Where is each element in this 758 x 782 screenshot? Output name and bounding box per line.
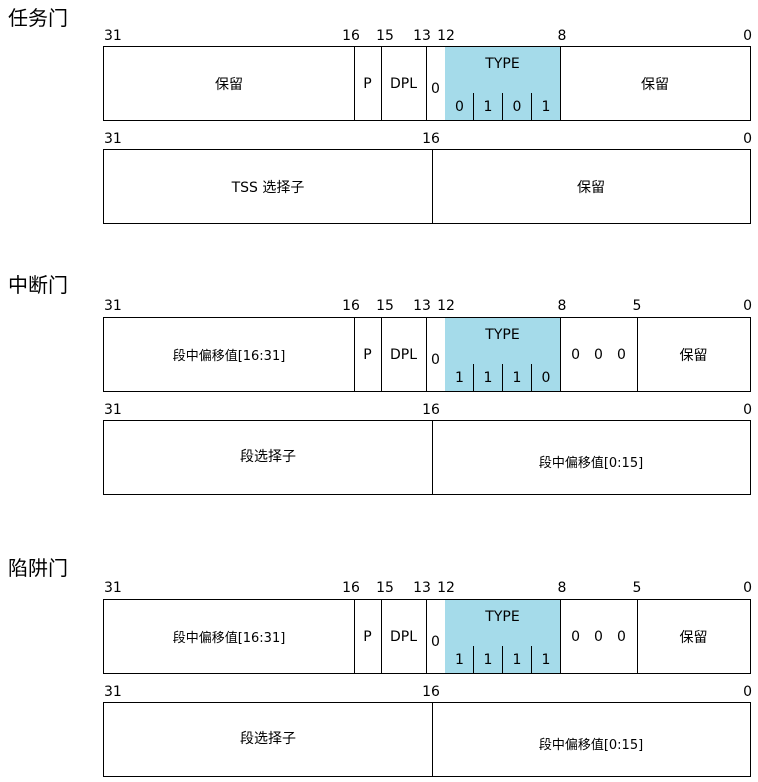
bit-8: 8	[557, 28, 567, 44]
trap-gate-title: 陷阱门	[8, 556, 68, 580]
type-field: TYPE 0 1 0 1	[445, 47, 561, 120]
type-bit: 1	[473, 364, 502, 391]
zero-field: 0	[426, 47, 446, 120]
bit-16: 16	[342, 298, 360, 314]
type-field: TYPE 1 1 1 1	[445, 600, 561, 673]
type-label: TYPE	[485, 56, 520, 72]
bit-16: 16	[422, 131, 440, 147]
bit-8: 8	[557, 580, 567, 596]
interrupt-gate-high-dword: 段中偏移值[16:31] P DPL 0 TYPE 1 1 1 0 0 0 0 …	[103, 317, 751, 392]
type-label: TYPE	[485, 327, 520, 343]
task-gate-title: 任务门	[8, 6, 68, 30]
offset-low-field: 段中偏移值[0:15]	[538, 456, 644, 471]
dpl-field: DPL	[381, 600, 427, 673]
zero-bits-field: 0 0 0	[560, 600, 638, 673]
bit-0: 0	[743, 580, 752, 596]
offset-high-field: 段中偏移值[16:31]	[104, 318, 355, 391]
bit-0: 0	[743, 28, 752, 44]
type-bit: 1	[531, 93, 560, 120]
bit-0: 0	[743, 131, 752, 147]
zero-bit: 0	[616, 628, 626, 645]
zero-bit: 0	[594, 628, 603, 645]
type-bit: 1	[502, 646, 531, 673]
type-bit: 1	[455, 651, 464, 668]
segment-selector-field: 段选择子	[104, 703, 433, 776]
present-field: P	[354, 47, 382, 120]
zero-field: 0	[426, 600, 446, 673]
bit-31: 31	[104, 28, 122, 44]
type-bit: 0	[531, 364, 560, 391]
bit-16: 16	[342, 28, 360, 44]
present-field: P	[354, 600, 382, 673]
type-bit: 1	[531, 646, 560, 673]
bit-0: 0	[743, 684, 752, 700]
bit-31: 31	[104, 131, 122, 147]
bit-15: 15	[376, 28, 394, 44]
reserved-field: 保留	[679, 347, 708, 364]
type-field: TYPE 1 1 1 0	[445, 318, 561, 391]
bit-16: 16	[342, 580, 360, 596]
type-bit: 1	[455, 369, 464, 386]
interrupt-gate-title: 中断门	[8, 273, 68, 297]
tss-selector-field: TSS 选择子	[104, 150, 433, 223]
reserved-field: 保留	[679, 629, 708, 646]
type-label: TYPE	[485, 609, 520, 625]
offset-high-field: 段中偏移值[16:31]	[104, 600, 355, 673]
bit-13: 13	[413, 580, 431, 596]
bit-31: 31	[104, 580, 122, 596]
bit-31: 31	[104, 298, 122, 314]
reserved-field: 保留	[104, 47, 355, 120]
zero-bits-field: 0 0 0	[560, 318, 638, 391]
zero-bit: 0	[594, 346, 603, 363]
task-gate-low-dword: TSS 选择子 保留	[103, 149, 751, 224]
type-bit: 0	[502, 93, 531, 120]
bit-5: 5	[632, 580, 642, 596]
bit-16: 16	[422, 684, 440, 700]
reserved-field: 保留	[641, 76, 669, 93]
bit-5: 5	[632, 298, 642, 314]
offset-low-field: 段中偏移值[0:15]	[538, 738, 644, 753]
present-field: P	[354, 318, 382, 391]
dpl-field: DPL	[381, 318, 427, 391]
zero-bit: 0	[571, 346, 581, 363]
bit-16: 16	[422, 402, 440, 418]
type-bit: 1	[502, 364, 531, 391]
bit-13: 13	[413, 28, 431, 44]
bit-15: 15	[376, 298, 394, 314]
bit-8: 8	[557, 298, 567, 314]
bit-0: 0	[743, 402, 752, 418]
dpl-field: DPL	[381, 47, 427, 120]
zero-field: 0	[426, 318, 446, 391]
bit-12: 12	[437, 298, 455, 314]
zero-bit: 0	[616, 346, 626, 363]
trap-gate-high-dword: 段中偏移值[16:31] P DPL 0 TYPE 1 1 1 1 0 0 0 …	[103, 599, 751, 674]
task-gate-high-dword: 保留 P DPL 0 TYPE 0 1 0 1 保留	[103, 46, 751, 121]
segment-selector-field: 段选择子	[104, 421, 433, 494]
bit-15: 15	[376, 580, 394, 596]
type-bit: 1	[473, 93, 502, 120]
bit-0: 0	[743, 298, 752, 314]
zero-bit: 0	[571, 628, 581, 645]
type-bit: 0	[455, 98, 464, 115]
bit-12: 12	[437, 580, 455, 596]
bit-13: 13	[413, 298, 431, 314]
bit-31: 31	[104, 402, 122, 418]
trap-gate-low-dword: 段选择子 段中偏移值[0:15]	[103, 702, 751, 777]
reserved-field: 保留	[577, 179, 605, 196]
interrupt-gate-low-dword: 段选择子 段中偏移值[0:15]	[103, 420, 751, 495]
type-bit: 1	[473, 646, 502, 673]
bit-31: 31	[104, 684, 122, 700]
bit-12: 12	[437, 28, 455, 44]
